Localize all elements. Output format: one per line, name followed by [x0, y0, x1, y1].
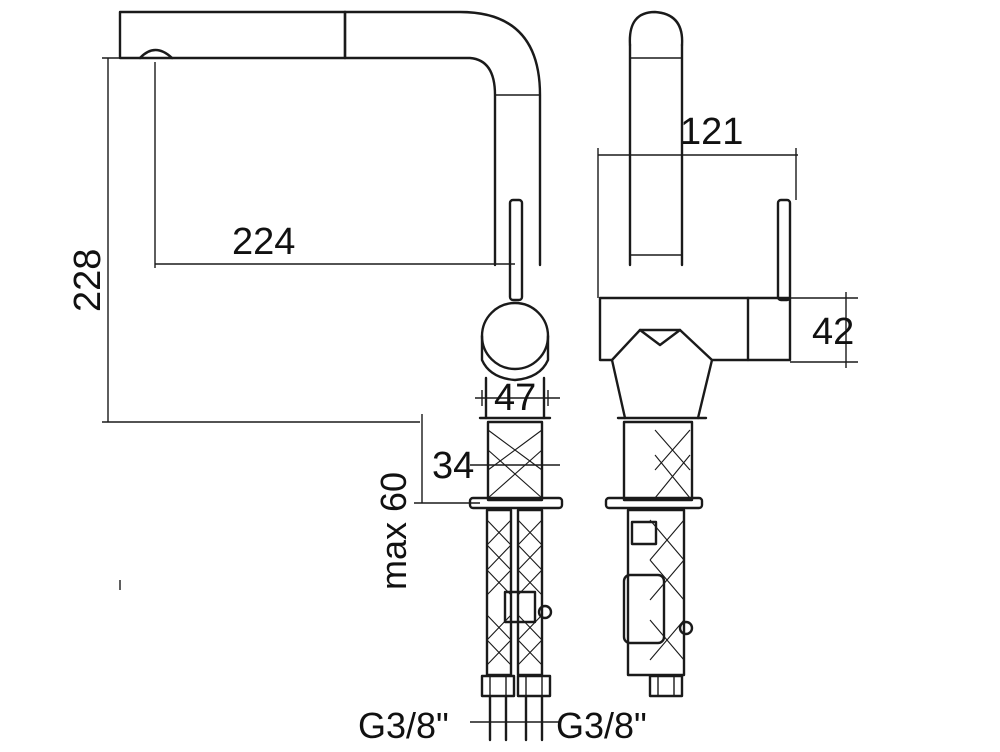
front-shank	[486, 420, 544, 502]
side-lever	[776, 198, 792, 302]
dim-34: 34	[432, 445, 474, 487]
side-body	[598, 296, 792, 362]
front-nut-left	[480, 674, 516, 698]
thread-right-label: G3/8"	[556, 705, 647, 746]
side-view	[598, 10, 792, 698]
dim-228: 228	[67, 249, 109, 312]
dim-47: 47	[494, 377, 536, 419]
side-cartridge	[622, 573, 666, 645]
front-view	[118, 10, 564, 742]
dim-121: 121	[680, 111, 743, 153]
dim-max-60: max 60	[373, 472, 414, 590]
side-spout-top	[628, 10, 684, 47]
spout-aerator	[138, 48, 174, 60]
dimension-lines	[102, 57, 858, 723]
side-base-plate	[604, 496, 704, 510]
dim-42: 42	[812, 311, 854, 353]
front-nut-right	[516, 674, 552, 698]
dim-224: 224	[232, 221, 295, 263]
front-lever	[508, 198, 524, 302]
front-body-round	[480, 301, 550, 371]
side-nut	[648, 674, 684, 698]
spout-arm	[343, 10, 542, 267]
thread-left-label: G3/8"	[358, 705, 449, 746]
